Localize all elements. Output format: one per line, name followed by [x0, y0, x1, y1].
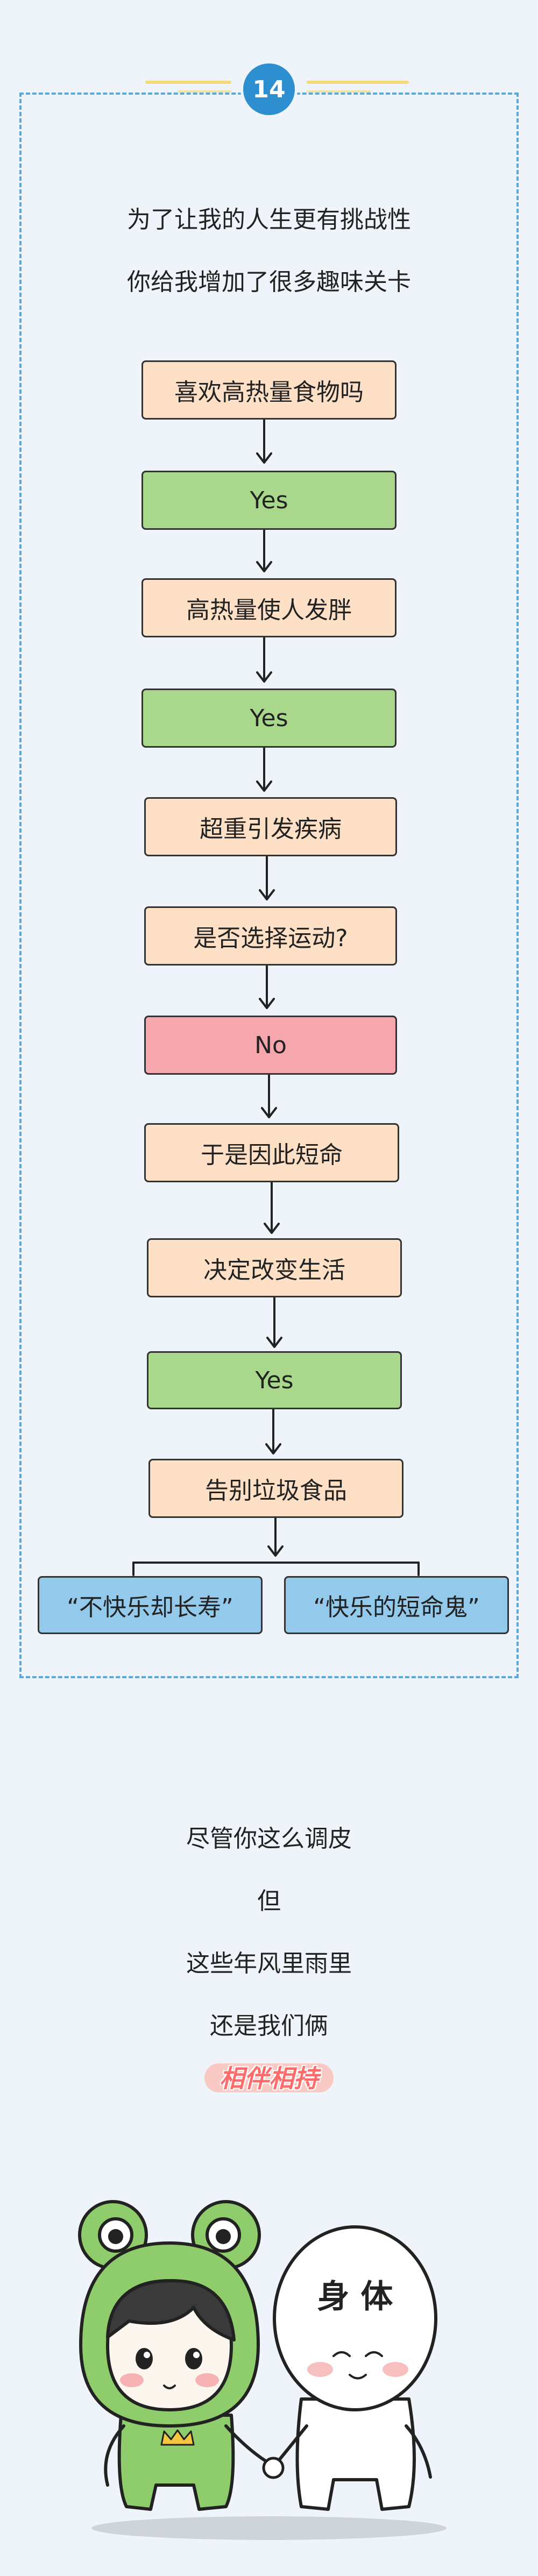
closing-line-3: 这些年风里雨里 — [186, 1950, 352, 1977]
badge-deco-line — [178, 90, 231, 93]
body-head — [273, 2225, 437, 2411]
flow-step-yes: Yes — [147, 1351, 402, 1409]
flow-arrow — [267, 1517, 284, 1557]
body-torso — [295, 2397, 416, 2511]
flow-step-exercise-question: 是否选择运动? — [144, 906, 397, 966]
body-label: 身 体 — [317, 2278, 393, 2316]
flow-step-change-life: 决定改变生活 — [147, 1238, 402, 1297]
badge-deco-line — [307, 90, 371, 93]
intro-line-2: 你给我增加了很多趣味关卡 — [127, 268, 411, 296]
section-number-badge: 14 — [243, 63, 295, 115]
flow-step-disease: 超重引发疾病 — [144, 797, 397, 856]
highlight-text: 相伴相持 — [220, 2064, 318, 2093]
badge-deco-line — [145, 81, 231, 84]
intro-line-1: 为了让我的人生更有挑战性 — [127, 206, 411, 233]
flow-arrow — [259, 964, 275, 1009]
holding-hands — [262, 2457, 285, 2479]
flow-outcome-unhappy-long-life: “不快乐却长寿” — [38, 1576, 263, 1634]
frog-eye-left-pupil — [108, 2229, 123, 2244]
flow-arrow — [264, 1181, 280, 1234]
flow-arrow — [259, 855, 275, 900]
flow-branch-connector — [132, 1562, 420, 1576]
illustration-frog-and-body: 身 体 — [78, 2200, 447, 2540]
highlight-phrase: 相伴相持 — [204, 2058, 334, 2096]
body-face-features — [307, 2351, 408, 2380]
body-right-arm — [405, 2424, 432, 2479]
flow-arrow — [256, 529, 272, 572]
closing-line-2: 但 — [257, 1887, 281, 1915]
flow-outcome-happy-short-life: “快乐的短命鬼” — [284, 1576, 509, 1634]
white-body-character — [270, 2225, 437, 2511]
flow-step-goodbye-junk-food: 告别垃圾食品 — [148, 1459, 404, 1518]
frog-costume-character — [78, 2200, 276, 2511]
flow-step-high-calorie-question: 喜欢高热量食物吗 — [141, 360, 397, 420]
closing-line-1: 尽管你这么调皮 — [186, 1825, 352, 1853]
closing-line-4: 还是我们俩 — [210, 2012, 328, 2040]
flow-arrow — [256, 747, 272, 792]
highlight-background — [204, 2063, 334, 2092]
frog-body — [117, 2414, 235, 2511]
flow-step-makes-fat: 高热量使人发胖 — [141, 578, 397, 637]
flow-arrow — [265, 1408, 281, 1454]
crown-icon — [160, 2429, 195, 2446]
flow-step-no: No — [144, 1016, 397, 1075]
flow-arrow — [256, 418, 272, 464]
flow-arrow — [266, 1296, 282, 1348]
flow-arrow — [256, 636, 272, 683]
kid-face-features — [120, 2348, 219, 2389]
flow-step-yes: Yes — [141, 471, 397, 530]
frog-eye-right-pupil — [216, 2229, 231, 2244]
flow-step-short-life: 于是因此短命 — [144, 1123, 399, 1182]
ground-shadow — [91, 2516, 447, 2540]
frog-left-arm — [104, 2424, 125, 2487]
flow-arrow — [261, 1074, 277, 1118]
flow-step-yes: Yes — [141, 689, 397, 748]
kid-hair — [106, 2279, 236, 2341]
badge-deco-line — [307, 81, 409, 84]
